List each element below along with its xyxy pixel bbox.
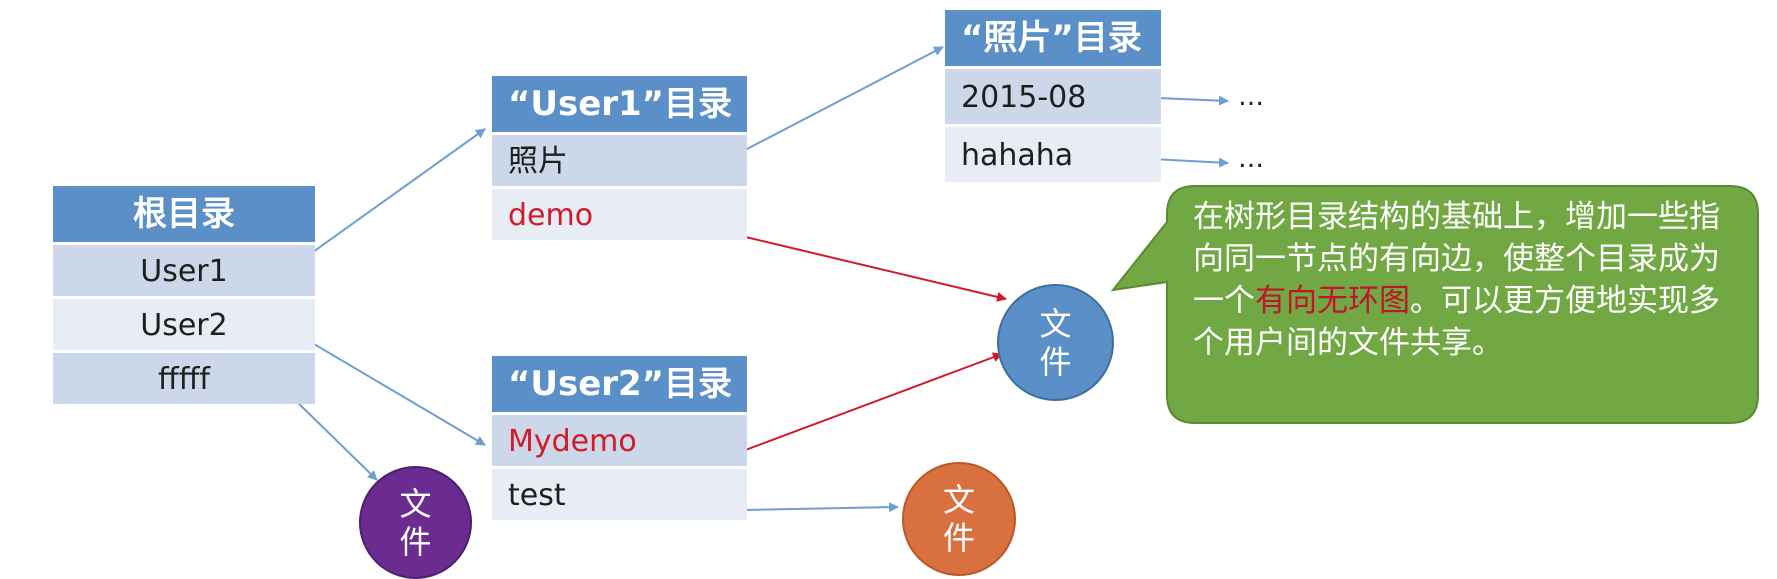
callout-text: 在树形目录结构的基础上，增加一些指向同一节点的有向边，使整个目录成为一个有向无环… bbox=[1193, 196, 1725, 364]
callout-text-before: 在树形目录结构的基础上，增加一些指向同一节点的有向边，使整个目录成为一个 bbox=[1193, 199, 1720, 319]
test-file-label-1: 文 bbox=[942, 481, 975, 519]
user1-directory-table: “User1”目录 照片 demo bbox=[492, 76, 747, 240]
user1-entry-photos: 照片 bbox=[492, 132, 747, 186]
test-file-label-2: 件 bbox=[942, 519, 975, 557]
photos-entry-2015-08: 2015-08 bbox=[945, 66, 1161, 124]
callout-text-after: 。可以更方便地实现多个用户间的文件共享。 bbox=[1193, 283, 1720, 361]
callout-bubble bbox=[1110, 185, 1759, 424]
arrow-mydemo-to-shared-file bbox=[739, 352, 1003, 453]
root-entry-user1: User1 bbox=[53, 242, 315, 296]
user1-entry-demo: demo bbox=[492, 186, 747, 240]
arrow-user1-to-user1-dir bbox=[291, 128, 486, 268]
photos-directory-header: “照片”目录 bbox=[945, 10, 1161, 66]
photos-entry-hahaha: hahaha bbox=[945, 124, 1161, 182]
callout-highlight: 有向无环图 bbox=[1255, 283, 1410, 319]
arrow-demo-to-shared-file bbox=[732, 233, 1007, 302]
root-directory-header: 根目录 bbox=[53, 186, 315, 242]
user2-directory-table: “User2”目录 Mydemo test bbox=[492, 356, 747, 520]
root-directory-table: 根目录 User1 User2 fffff bbox=[53, 186, 315, 404]
user1-directory-header: “User1”目录 bbox=[492, 76, 747, 132]
root-entry-user2: User2 bbox=[53, 296, 315, 350]
arrow-fffff-to-file bbox=[291, 396, 378, 481]
arrow-photos-to-photos-dir bbox=[721, 46, 944, 163]
shared-file-label-2: 件 bbox=[1039, 342, 1072, 381]
fffff-file-node: 文 件 bbox=[359, 466, 472, 579]
user2-directory-header: “User2”目录 bbox=[492, 356, 747, 412]
user2-entry-mydemo: Mydemo bbox=[492, 412, 747, 466]
shared-file-node: 文 件 bbox=[997, 284, 1114, 401]
photos-directory-table: “照片”目录 2015-08 hahaha bbox=[945, 10, 1161, 182]
arrow-user2-to-user2-dir bbox=[291, 330, 486, 446]
shared-file-label-1: 文 bbox=[1039, 304, 1072, 343]
arrow-test-to-orange-file bbox=[741, 502, 899, 513]
test-file-node: 文 件 bbox=[902, 462, 1016, 576]
ellipsis-2015-08: … bbox=[1238, 82, 1264, 112]
fffff-file-label-2: 件 bbox=[399, 522, 432, 561]
root-entry-fffff: fffff bbox=[53, 350, 315, 404]
user2-entry-test: test bbox=[492, 466, 747, 520]
fffff-file-label-1: 文 bbox=[399, 484, 432, 523]
ellipsis-hahaha: … bbox=[1238, 144, 1264, 174]
